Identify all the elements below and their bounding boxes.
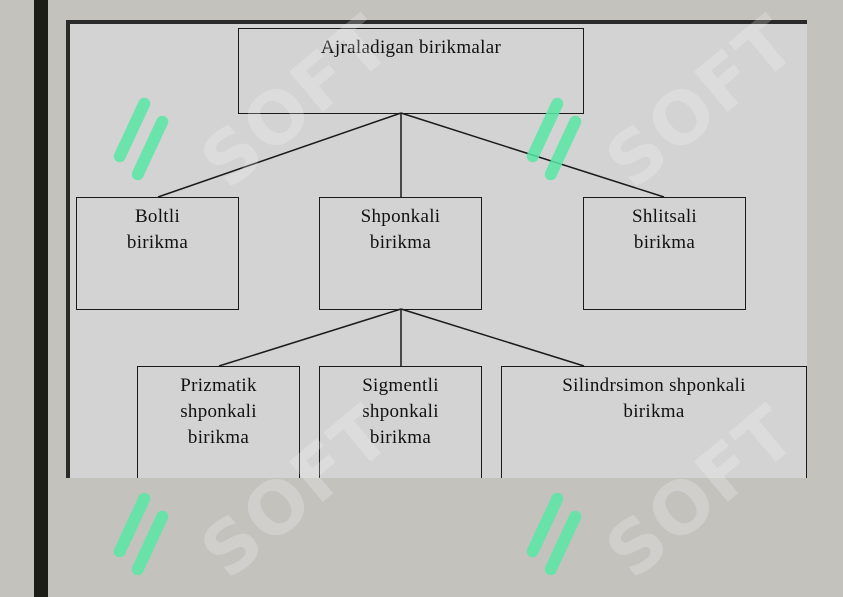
node-silindrsimon-line1: Silindrsimon shponkali [562, 375, 746, 396]
node-silindrsimon-line2: birikma [623, 401, 685, 422]
left-dark-bar [34, 0, 48, 597]
node-boltli-line2: birikma [126, 232, 189, 253]
node-prizmatik-line3: birikma [187, 427, 250, 448]
connector-shponkali-prizmatik [218, 308, 402, 367]
node-sigmentli: Sigmentli shponkali birikma [319, 366, 482, 478]
connector-root-boltli [157, 112, 402, 198]
node-prizmatik: Prizmatik shponkali birikma [137, 366, 300, 478]
node-silindrsimon: Silindrsimon shponkali birikma [501, 366, 807, 478]
node-boltli: Boltli birikma [76, 197, 239, 310]
diagram-panel [66, 20, 807, 478]
node-shlitsali-line1: Shlitsali [632, 206, 697, 227]
connector-root-shlitsali [400, 112, 665, 198]
node-boltli-line1: Boltli [134, 206, 181, 227]
node-shlitsali: Shlitsali birikma [583, 197, 746, 310]
node-shponkali-line1: Shponkali [360, 206, 441, 227]
node-prizmatik-line2: shponkali [180, 401, 257, 422]
node-sigmentli-line2: shponkali [362, 401, 439, 422]
node-sigmentli-line1: Sigmentli [362, 375, 439, 396]
node-prizmatik-line1: Prizmatik [180, 375, 257, 396]
node-shlitsali-line2: birikma [633, 232, 696, 253]
connector-shponkali-silindrsimon [400, 308, 585, 367]
node-sigmentli-line3: birikma [369, 427, 432, 448]
node-root: Ajraladigan birikmalar [238, 28, 584, 114]
node-shponkali-line2: birikma [369, 232, 432, 253]
node-shponkali: Shponkali birikma [319, 197, 482, 310]
node-root-label: Ajraladigan birikmalar [320, 37, 502, 58]
